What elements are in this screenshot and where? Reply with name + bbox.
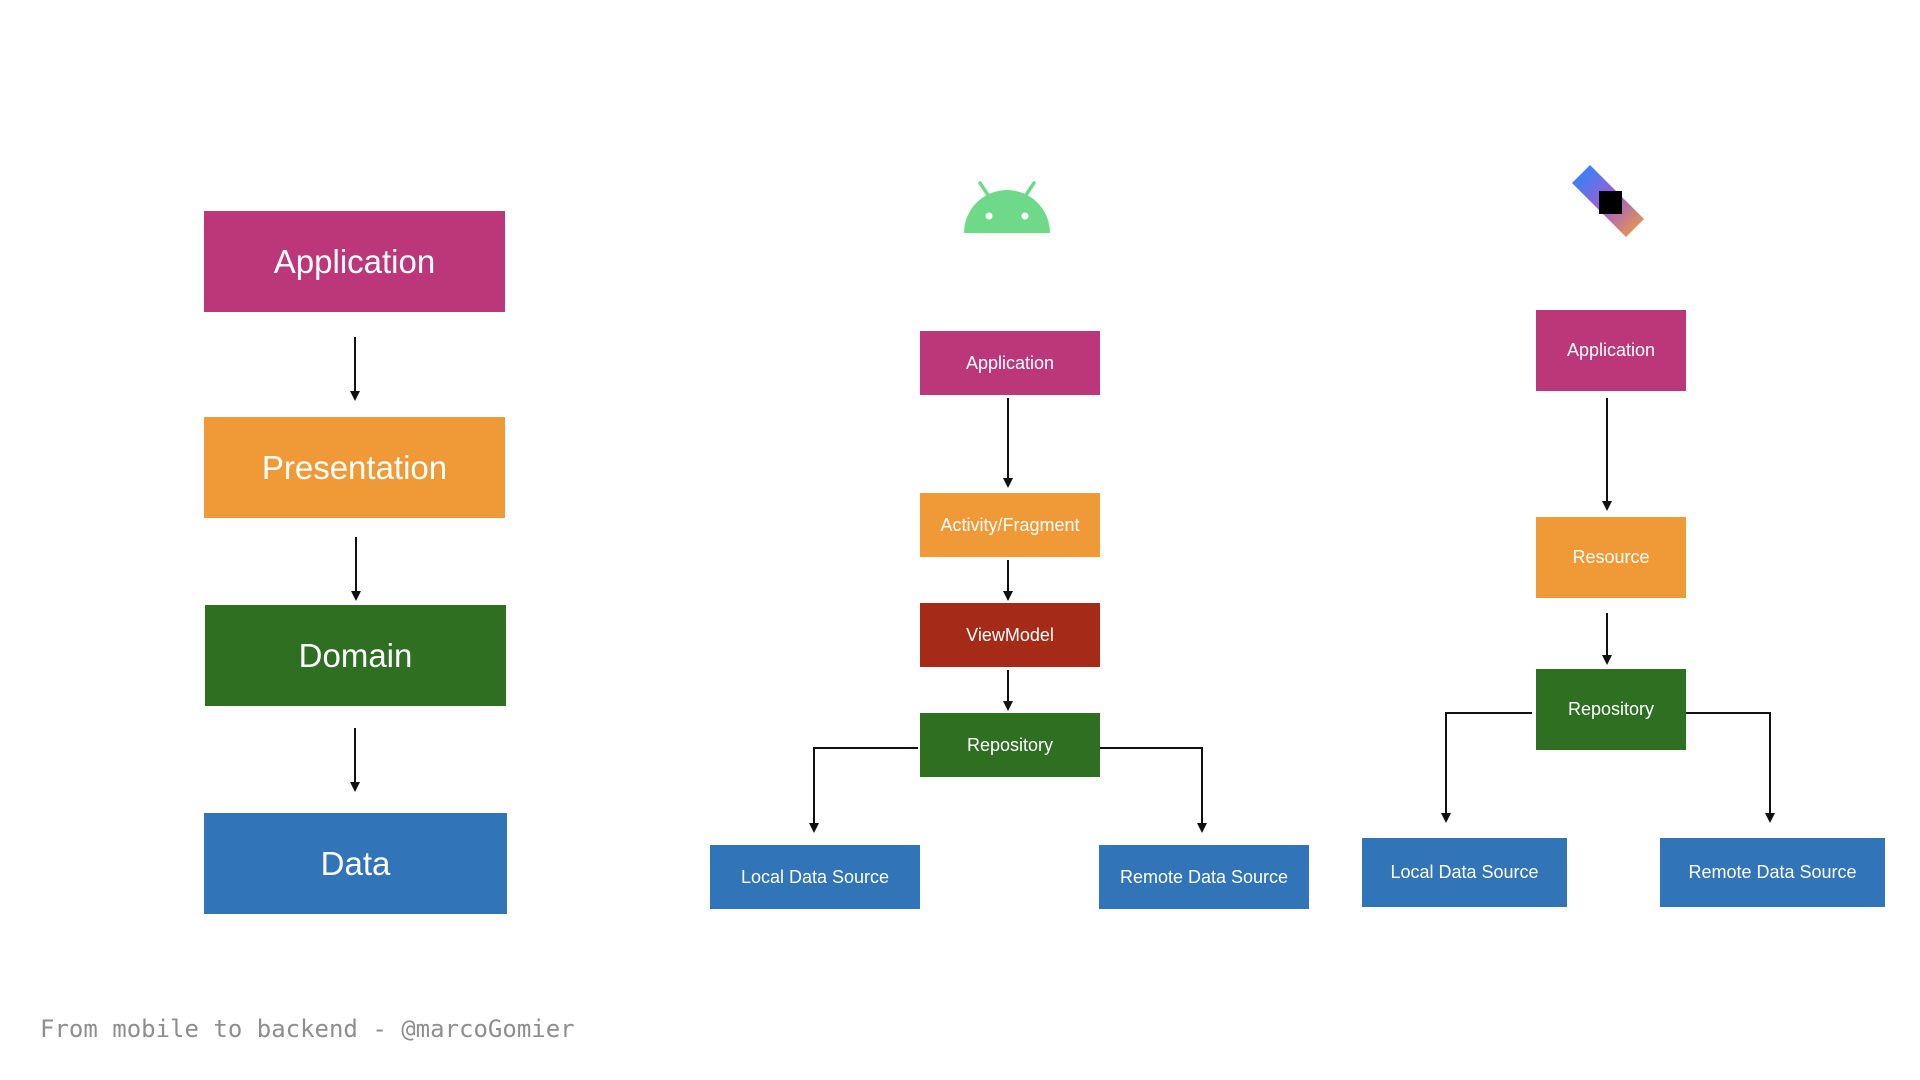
arrow-ktor-repository-to-local (1441, 712, 1532, 823)
android-viewmodel-box: ViewModel (920, 603, 1100, 667)
ktor-repository-box: Repository (1536, 669, 1686, 750)
android-local-data-source-box: Local Data Source (710, 845, 920, 909)
layer-domain-box: Domain (205, 605, 506, 706)
android-application-box: Application (920, 331, 1100, 395)
footer-credit: From mobile to backend - @marcoGomier (40, 1015, 575, 1043)
layer-presentation-box: Presentation (204, 417, 505, 518)
android-remote-data-source-box: Remote Data Source (1099, 845, 1309, 909)
layer-application-box: Application (204, 211, 505, 312)
android-robot-icon (964, 181, 1050, 233)
ktor-application-box: Application (1536, 310, 1686, 391)
arrow-android-repository-to-local (809, 747, 918, 833)
android-repository-box: Repository (920, 713, 1100, 777)
ktor-local-data-source-box: Local Data Source (1362, 838, 1567, 907)
ktor-resource-box: Resource (1536, 517, 1686, 598)
arrow-ktor-repository-to-remote (1682, 712, 1775, 823)
android-activity-fragment-box: Activity/Fragment (920, 493, 1100, 557)
ktor-remote-data-source-box: Remote Data Source (1660, 838, 1885, 907)
ktor-logo-icon (1572, 165, 1644, 237)
arrow-android-repository-to-remote (1098, 747, 1207, 833)
layer-data-box: Data (204, 813, 507, 914)
